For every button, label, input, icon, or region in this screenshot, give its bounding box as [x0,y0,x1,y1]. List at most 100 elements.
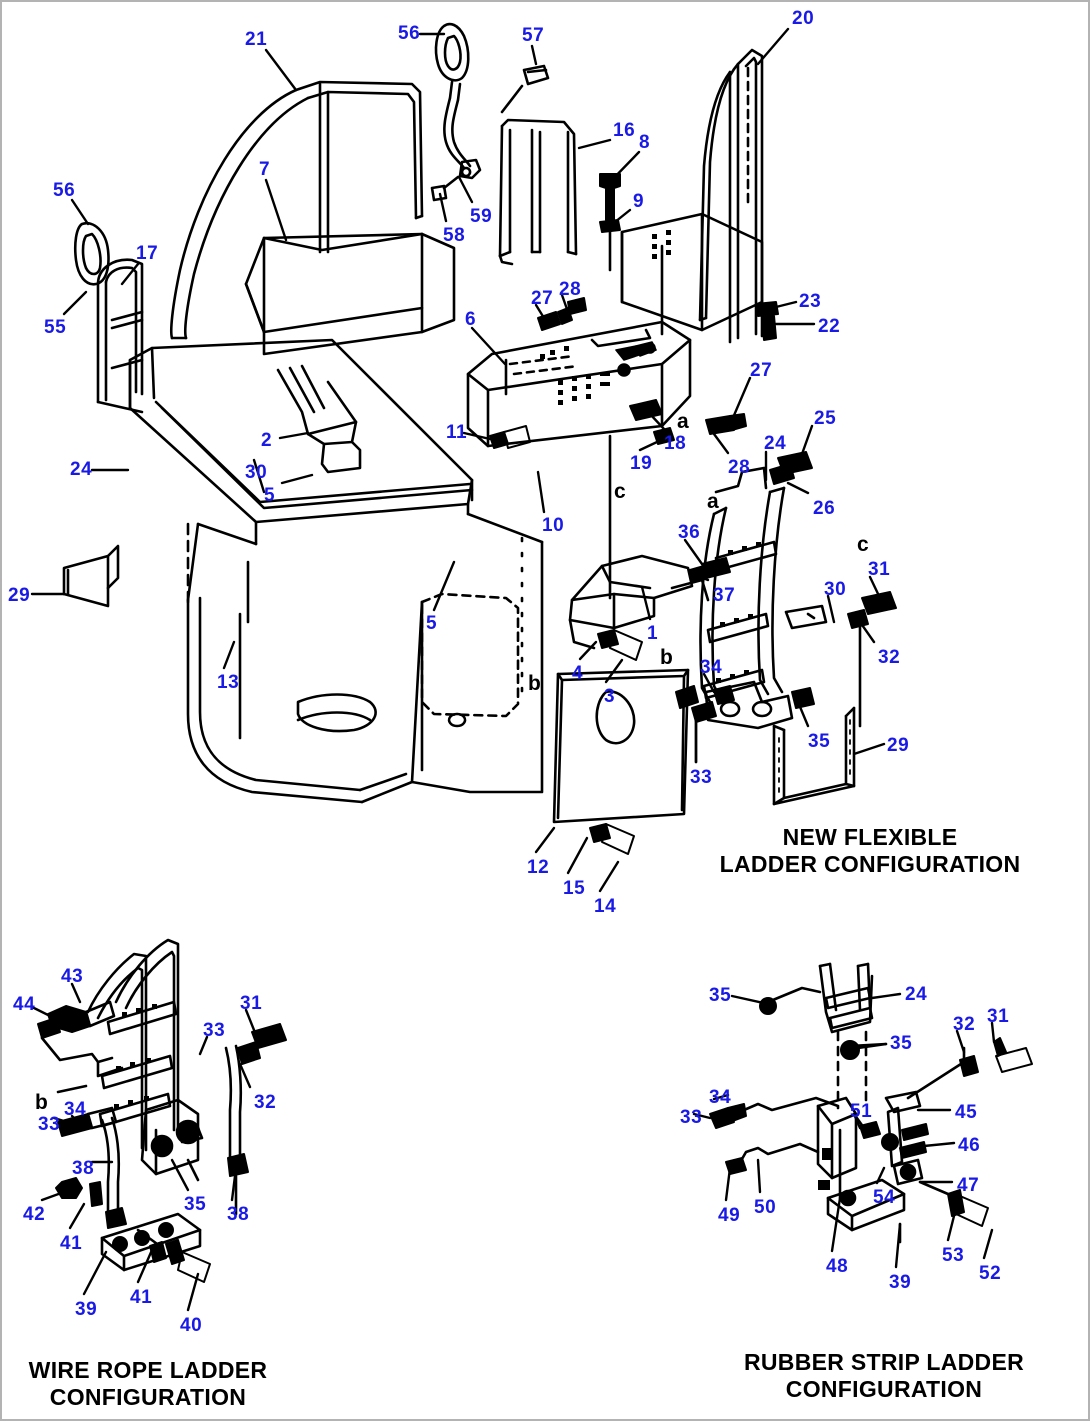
callout-number-43: 43 [61,966,84,987]
right-panel [620,212,764,336]
leader-line-5 [280,473,314,485]
leader-line-28 [560,293,570,314]
leader-line-4 [578,640,598,661]
leader-line-32 [858,620,876,644]
callout-number-37: 37 [713,585,736,606]
callout-number-23: 23 [799,291,822,312]
leader-line-33 [692,1112,712,1120]
leader-line-59 [457,175,474,204]
callout-number-52: 52 [979,1263,1002,1284]
leader-line-41 [68,1202,86,1230]
part-29-left-bracket [62,544,120,608]
leader-line-34 [712,1093,730,1101]
part-30-bracket [784,604,828,630]
part-17-handrail-left [96,258,144,414]
callout-number-48: 48 [826,1256,849,1277]
leader-line-46 [922,1141,956,1148]
callout-number-24: 24 [905,984,928,1005]
callout-number-3: 3 [604,686,616,707]
callout-number-18: 18 [664,433,687,454]
part-1-step-bracket [568,554,694,650]
leader-line-5 [432,560,456,612]
leader-line-32 [238,1062,252,1089]
leader-line-7 [264,178,288,242]
cover-plate-bolts [589,629,699,855]
callout-number-31: 31 [868,559,891,580]
leader-line-35 [170,1158,190,1192]
callout-number-7: 7 [259,159,271,180]
leader-line-15 [566,836,589,875]
leader-line-48 [830,1196,842,1253]
machine-body [186,512,544,804]
callout-number-4: 4 [572,663,584,684]
leader-line-14 [598,860,620,893]
leader-line-26 [786,481,810,495]
leader-line-56 [70,198,90,226]
leader-line-31 [244,1008,256,1032]
leader-line-43 [70,982,82,1004]
leader-line-39 [894,1222,902,1269]
callout-number-31: 31 [240,993,263,1014]
leader-line-53 [946,1214,956,1242]
callout-number-58: 58 [443,225,466,246]
leader-line-35 [796,700,810,728]
callout-number-41: 41 [130,1287,153,1308]
leader-line-37 [690,572,710,582]
callout-number-33: 33 [690,767,713,788]
part-11-bolt [489,425,531,449]
callout-number-27: 27 [750,360,773,381]
cable-run [442,175,460,190]
leader-line-19 [638,440,659,452]
leader-line-51 [852,1112,862,1130]
ladder-rung-dots [716,542,761,683]
callout-number-34: 34 [64,1099,87,1120]
callout-number-50: 50 [754,1197,777,1218]
leader-line-27 [534,303,546,320]
leader-line-25 [800,424,814,456]
callout-number-53: 53 [942,1245,965,1266]
leader-line-12 [534,826,556,854]
part-56-mirror-left [73,221,110,286]
callout-number-33: 33 [680,1107,703,1128]
callout-number-28: 28 [728,457,751,478]
callout-number-29: 29 [887,735,910,756]
callout-number-5: 5 [426,613,438,634]
leader-line-21 [264,48,298,92]
callout-number-59: 59 [470,206,493,227]
part-31-32-rubber [959,1037,1033,1077]
reference-letter-b: b [528,672,541,695]
callout-number-57: 57 [522,25,545,46]
callout-number-12: 12 [527,857,550,878]
leader-line-30 [826,594,836,624]
callout-number-26: 26 [813,498,836,519]
callout-number-56: 56 [53,180,76,201]
callout-number-30: 30 [245,462,268,483]
leader-line-34 [70,1114,84,1128]
callout-number-20: 20 [792,8,815,29]
callout-number-8: 8 [639,132,651,153]
callout-number-24: 24 [70,459,93,480]
part-21-canopy-frame [169,80,424,340]
callout-number-54: 54 [873,1187,896,1208]
leader-line-36 [683,538,704,566]
callout-number-46: 46 [958,1135,981,1156]
rubber-ladder-dash [836,1030,868,1110]
callout-number-41: 41 [60,1233,83,1254]
callout-number-15: 15 [563,878,586,899]
callout-number-35: 35 [808,731,831,752]
callout-number-40: 40 [180,1315,203,1336]
part-40-41-bolt [165,1239,211,1283]
body-access-opening [420,592,520,718]
callout-number-33: 33 [38,1114,61,1135]
callout-number-19: 19 [630,453,653,474]
leader-line-1 [640,585,652,621]
part-12-cover-plate [552,668,690,824]
part-25-26-bolts [769,451,813,485]
rubber-ladder-top [818,962,874,1034]
part-52-53 [947,1189,989,1227]
callout-number-29: 29 [8,585,31,606]
part-31-32-bolts [847,591,897,629]
callout-number-38: 38 [72,1158,95,1179]
leader-line-16 [577,138,612,150]
leader-line-39 [82,1250,108,1296]
